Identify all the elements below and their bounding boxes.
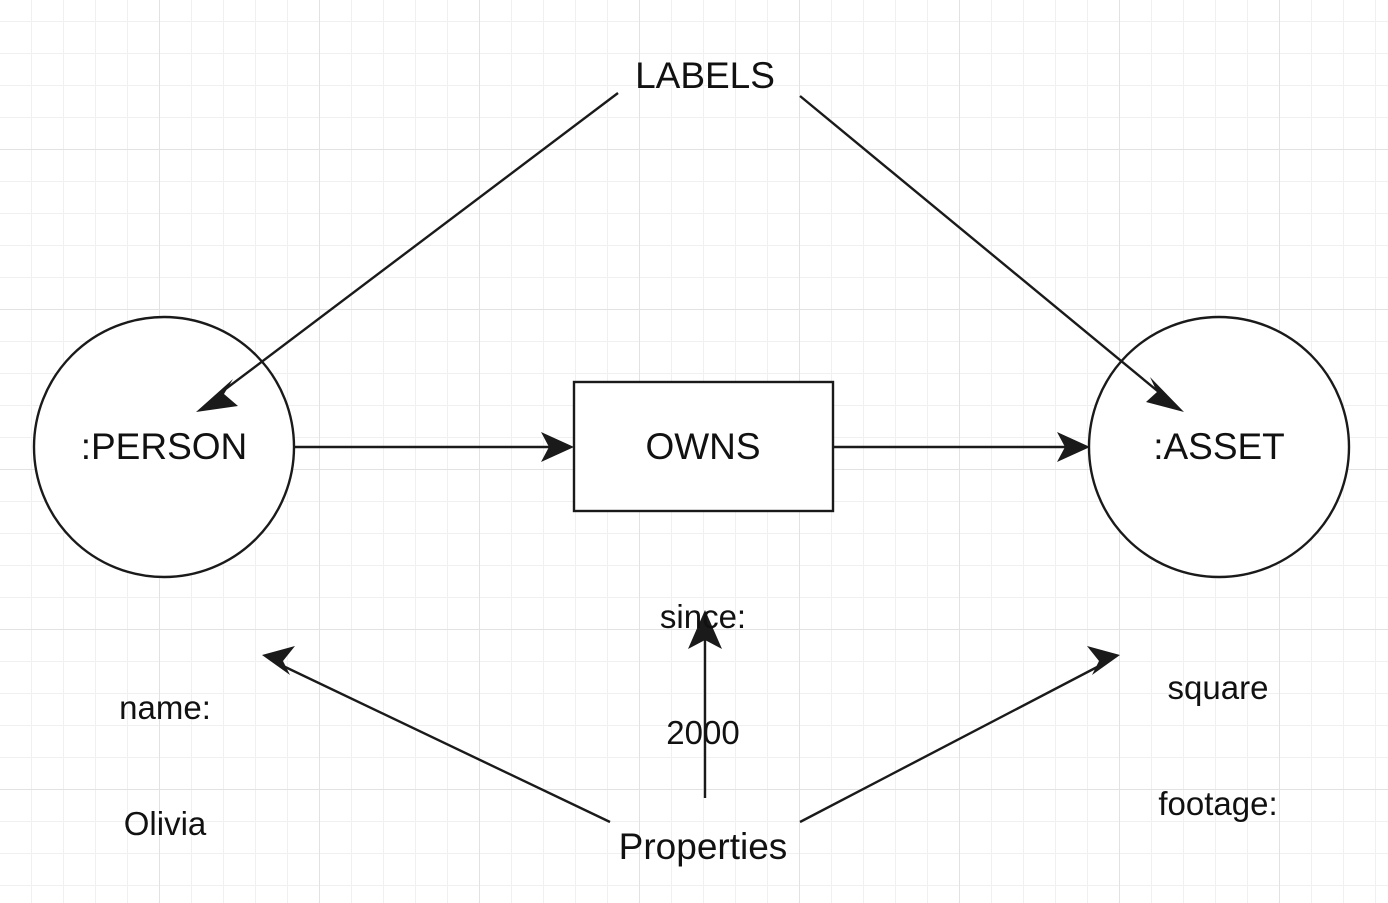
edge-properties-to-asset-props-line [799, 663, 1102, 824]
edge-properties-to-person-props-line [280, 663, 611, 824]
edge-properties-to-owns-props[interactable] [688, 610, 722, 798]
arrowhead-icon [541, 432, 574, 462]
relationship-owns-box[interactable] [572, 380, 835, 513]
edge-labels-to-asset[interactable] [799, 95, 1184, 412]
arrowhead-icon [1146, 377, 1184, 412]
edge-person-to-owns[interactable] [294, 432, 574, 462]
node-asset-circle[interactable] [1087, 315, 1351, 579]
edge-properties-to-asset-props[interactable] [799, 646, 1120, 824]
edge-labels-to-person-line [214, 92, 619, 398]
arrowhead-icon [688, 610, 722, 649]
arrowhead-icon [196, 379, 238, 412]
arrowhead-icon [262, 646, 295, 675]
edge-labels-to-asset-line [799, 95, 1167, 399]
node-person-circle[interactable] [32, 315, 296, 579]
edge-properties-to-person-props[interactable] [262, 646, 611, 824]
edge-labels-to-person[interactable] [196, 92, 619, 412]
arrowhead-icon [1087, 646, 1120, 675]
edge-owns-to-asset[interactable] [833, 432, 1090, 462]
arrowhead-icon [1057, 432, 1090, 462]
